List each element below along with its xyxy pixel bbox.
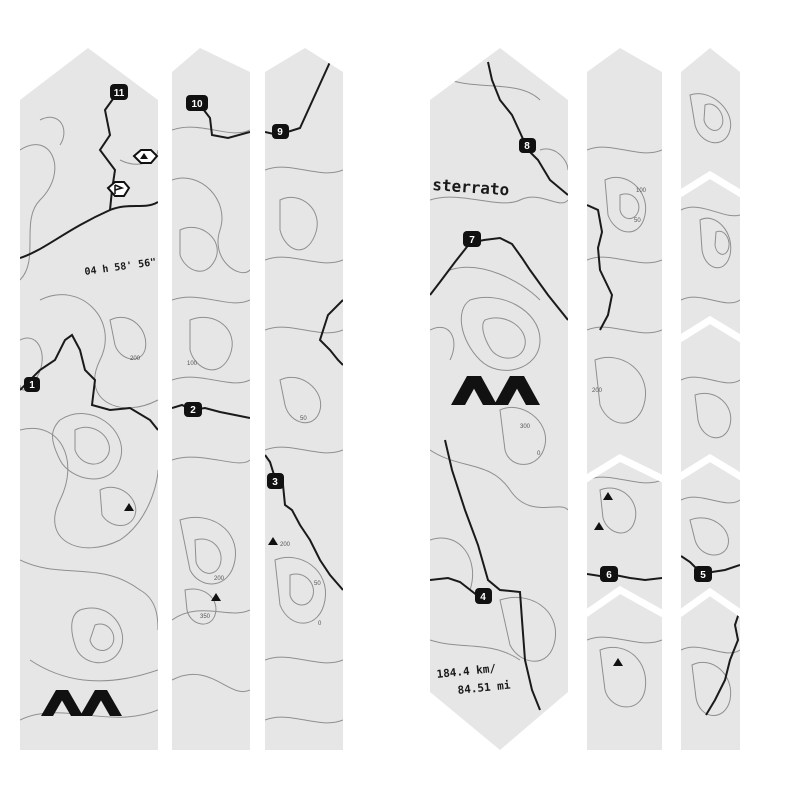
piece-divider xyxy=(676,453,745,481)
svg-text:6: 6 xyxy=(606,570,612,581)
summit-triangle-icon xyxy=(124,503,134,511)
strip-2-contours xyxy=(172,126,250,693)
strip-4-route-c xyxy=(444,439,541,711)
strip-5-route-a xyxy=(587,204,614,331)
am-logo xyxy=(41,690,122,716)
svg-text:1: 1 xyxy=(29,380,35,391)
strip-4-route-b xyxy=(430,236,568,321)
summit-triangle-icon xyxy=(603,492,613,500)
strip-5: 100 50 200 6 xyxy=(582,48,667,750)
elevation-label: 100 xyxy=(187,361,198,367)
elevation-label: 200 xyxy=(592,388,603,394)
strip-2-route-a xyxy=(199,104,250,140)
strip-3-route-c xyxy=(265,454,343,591)
elevation-label: 200 xyxy=(130,356,141,362)
strip-3: 9 50 3 200 50 0 xyxy=(265,48,343,750)
piece-divider xyxy=(582,454,667,484)
strip-4: 8 sterrato 7 300 0 4 184.4 km/ 84.51 mi xyxy=(430,48,568,750)
marker-1: 1 xyxy=(24,377,40,392)
strip-5-shape xyxy=(587,48,662,750)
marker-4: 4 xyxy=(475,588,492,604)
strip-4-route-d xyxy=(430,576,479,597)
elevation-label: 200 xyxy=(214,576,225,582)
strip-6: 5 xyxy=(675,48,746,750)
elevation-label: 200 xyxy=(280,542,291,548)
am-logo xyxy=(451,376,540,405)
elevation-label: 50 xyxy=(634,218,641,224)
piece-divider xyxy=(676,170,745,198)
elevation-label: 300 xyxy=(520,424,531,430)
svg-text:7: 7 xyxy=(469,235,475,246)
svg-text:3: 3 xyxy=(272,477,278,488)
marker-7: 7 xyxy=(463,231,481,247)
distance-mi-label: 84.51 mi xyxy=(457,678,511,697)
svg-text:4: 4 xyxy=(480,592,486,603)
summit-triangle-icon xyxy=(211,593,221,601)
svg-text:8: 8 xyxy=(524,141,530,152)
marker-11: 11 xyxy=(110,84,128,100)
elevation-label: 0 xyxy=(318,621,322,627)
piece-divider xyxy=(582,585,667,619)
strip-5-contours xyxy=(587,146,662,708)
peak-marker-icon xyxy=(132,149,159,164)
marker-5: 5 xyxy=(694,566,712,582)
elevation-label: 0 xyxy=(537,451,541,457)
marker-6: 6 xyxy=(600,566,618,582)
elevation-label: 50 xyxy=(300,416,307,422)
strip-1: 11 04 h 58' 56" 200 1 xyxy=(20,48,159,750)
summit-triangle-icon xyxy=(594,522,604,530)
strip-1-route-c xyxy=(20,333,158,431)
marker-8: 8 xyxy=(519,138,536,153)
strip-2: 10 100 2 200 350 xyxy=(172,48,250,750)
piece-divider xyxy=(676,315,745,343)
elevation-label: 50 xyxy=(314,581,321,587)
strip-3-route-b xyxy=(318,299,343,366)
svg-text:9: 9 xyxy=(277,127,283,138)
strip-1-route-a xyxy=(20,201,158,259)
summit-triangle-icon xyxy=(268,537,278,545)
strip-1-shape xyxy=(20,48,158,750)
strip-6-contours xyxy=(681,93,740,716)
strip-2-shape xyxy=(172,48,250,750)
marker-3: 3 xyxy=(267,473,284,489)
distance-km-label: 184.4 km/ xyxy=(436,662,497,681)
strip-2-route-b xyxy=(172,403,250,419)
svg-text:10: 10 xyxy=(191,99,203,110)
marker-10: 10 xyxy=(186,95,208,111)
svg-text:11: 11 xyxy=(114,88,125,99)
strip-6-route-b xyxy=(705,609,740,716)
strip-3-shape xyxy=(265,48,343,750)
strip-5-route-b xyxy=(587,573,662,582)
elevation-label: 350 xyxy=(200,614,211,620)
marker-9: 9 xyxy=(272,124,289,139)
strip-4-contours xyxy=(430,79,568,662)
piece-divider xyxy=(675,587,746,618)
elevation-label: 100 xyxy=(636,188,647,194)
start-flag-icon xyxy=(106,181,131,197)
marker-2: 2 xyxy=(184,402,202,417)
strip-3-contours xyxy=(265,166,343,724)
summit-triangle-icon xyxy=(613,658,623,666)
svg-text:2: 2 xyxy=(190,405,196,416)
strip-6-shape xyxy=(681,48,740,750)
svg-text:5: 5 xyxy=(700,570,706,581)
strip-4-route-a xyxy=(487,61,568,196)
